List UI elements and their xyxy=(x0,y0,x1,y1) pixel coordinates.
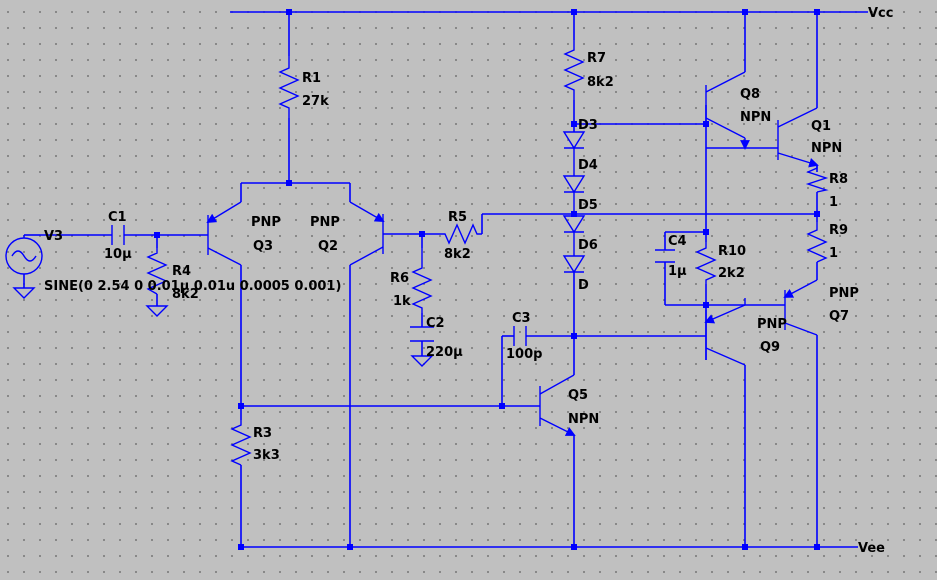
ground-symbol-v3 xyxy=(12,287,36,299)
d6-name: D6 xyxy=(578,238,598,253)
resistor-r7[interactable] xyxy=(563,40,585,100)
c2-value: 220μ xyxy=(426,345,463,360)
r10-name: R10 xyxy=(718,244,746,259)
q7-name: Q7 xyxy=(829,309,849,324)
r7-name: R7 xyxy=(587,51,606,66)
r4-value: 8k2 xyxy=(172,287,199,302)
r8-value: 1 xyxy=(829,195,838,210)
transistor-q7[interactable] xyxy=(745,279,818,336)
r6-value: 1k xyxy=(393,294,411,309)
resistor-r8[interactable] xyxy=(805,165,829,193)
c1-value: 10μ xyxy=(104,247,132,262)
r10-value: 2k2 xyxy=(718,266,745,281)
vee-label: Vee xyxy=(858,541,885,556)
r5-value: 8k2 xyxy=(444,247,471,262)
c3-value: 100p xyxy=(506,347,542,362)
transistor-q9[interactable] xyxy=(704,298,746,366)
r6-name: R6 xyxy=(390,271,409,286)
resistor-r5[interactable] xyxy=(440,223,482,245)
capacitor-c1[interactable] xyxy=(111,225,125,245)
ground-symbol-r4 xyxy=(145,305,169,317)
q5-type: NPN xyxy=(568,412,599,427)
r4-name: R4 xyxy=(172,264,191,279)
r8-name: R8 xyxy=(829,172,848,187)
q9-name: Q9 xyxy=(760,340,780,355)
r7-value: 8k2 xyxy=(587,75,614,90)
c4-value: 1μ xyxy=(668,264,687,279)
d4-name: D4 xyxy=(578,158,598,173)
r3-value: 3k3 xyxy=(253,448,280,463)
d-name: D xyxy=(578,278,589,293)
q2-type: PNP xyxy=(310,215,340,230)
capacitor-c2[interactable] xyxy=(410,326,434,342)
q1-name: Q1 xyxy=(811,119,831,134)
voltage-source-v3[interactable] xyxy=(5,234,43,275)
d5-name: D5 xyxy=(578,198,598,213)
transistor-q5[interactable] xyxy=(539,374,576,436)
r3-name: R3 xyxy=(253,426,272,441)
resistor-r3[interactable] xyxy=(230,420,252,466)
transistor-q2[interactable] xyxy=(349,201,385,266)
transistor-q3[interactable] xyxy=(206,201,242,266)
q3-name: Q3 xyxy=(253,239,273,254)
diode-d3[interactable] xyxy=(562,131,586,176)
q7-type: PNP xyxy=(829,286,859,301)
q5-name: Q5 xyxy=(568,388,588,403)
resistor-r10[interactable] xyxy=(695,242,717,284)
vcc-label: Vcc xyxy=(868,6,893,21)
transistor-q8[interactable] xyxy=(705,71,750,150)
capacitor-c3[interactable] xyxy=(513,326,527,346)
c3-name: C3 xyxy=(512,311,531,326)
wires xyxy=(23,12,818,547)
q8-type: NPN xyxy=(740,110,771,125)
r1-value: 27k xyxy=(302,94,329,109)
resistor-r4[interactable] xyxy=(146,248,168,295)
resistor-r9[interactable] xyxy=(806,222,828,263)
c4-name: C4 xyxy=(668,234,687,249)
v3-name: V3 xyxy=(44,229,63,244)
r1-name: R1 xyxy=(302,71,321,86)
ground-symbol-c2 xyxy=(410,355,434,367)
diode-d6[interactable] xyxy=(562,255,586,274)
r9-name: R9 xyxy=(829,223,848,238)
r5-name: R5 xyxy=(448,210,467,225)
q3-type: PNP xyxy=(251,215,281,230)
junction-dots xyxy=(154,9,820,550)
resistor-r6[interactable] xyxy=(411,248,433,313)
q8-name: Q8 xyxy=(740,87,760,102)
q9-type: PNP xyxy=(757,317,787,332)
r9-value: 1 xyxy=(829,246,838,261)
resistor-r1[interactable] xyxy=(278,56,300,118)
c2-name: C2 xyxy=(426,316,445,331)
d3-name: D3 xyxy=(578,118,598,133)
q1-type: NPN xyxy=(811,141,842,156)
c1-name: C1 xyxy=(108,210,127,225)
v3-value: SINE(0 2.54 0 0.01μ 0.01u 0.0005 0.001) xyxy=(44,279,341,294)
q2-name: Q2 xyxy=(318,239,338,254)
transistor-q1[interactable] xyxy=(777,107,819,168)
capacitor-c4[interactable] xyxy=(655,249,675,263)
